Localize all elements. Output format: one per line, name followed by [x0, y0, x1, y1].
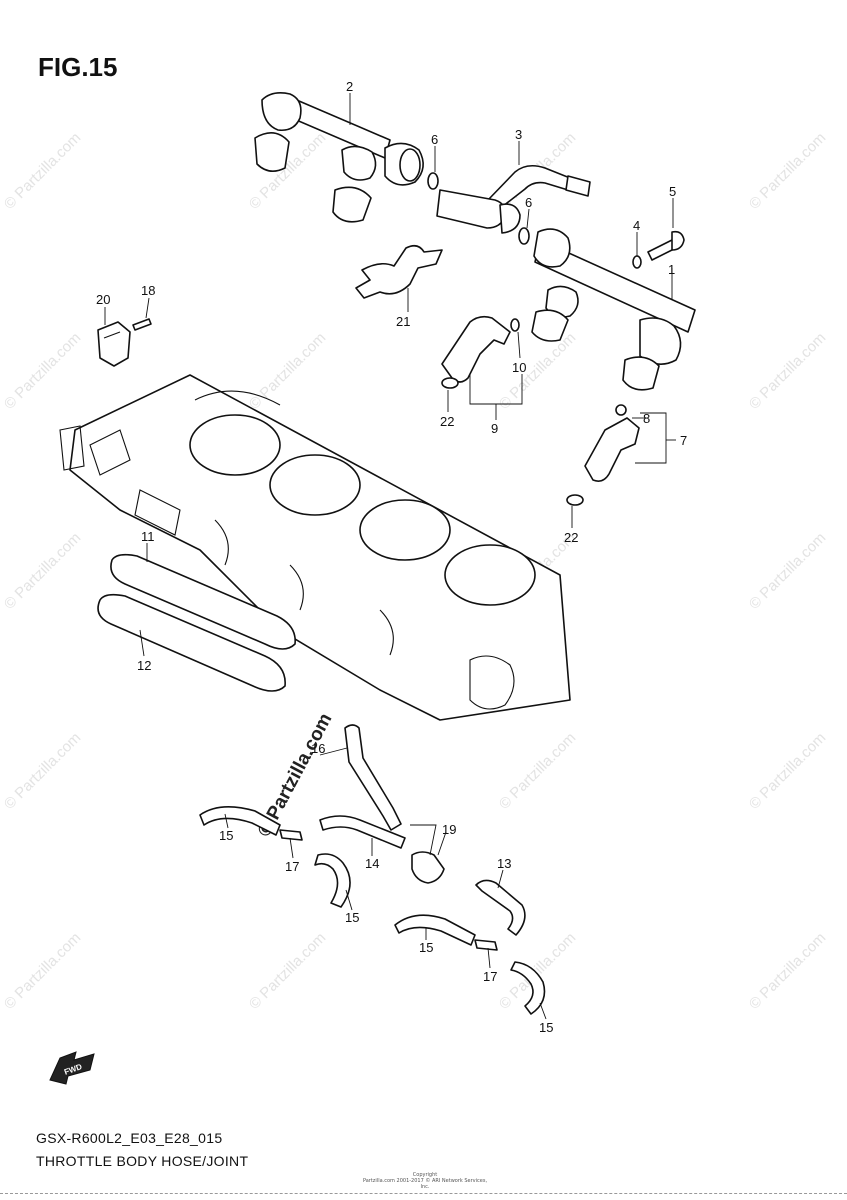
mounting-bolt: [647, 230, 685, 261]
callout-label: 6: [525, 195, 532, 210]
watermark: © Partzilla.com: [1, 129, 84, 212]
figure-title: FIG.15: [38, 52, 118, 82]
callout-label: 15: [219, 828, 233, 843]
seal-band-lower: [97, 593, 286, 692]
vacuum-hose-set: [199, 724, 546, 1015]
seal-band-upper: [110, 553, 296, 650]
joint-17b: [474, 939, 498, 951]
callout-label: 2: [346, 79, 353, 94]
callout-label: 13: [497, 856, 511, 871]
pipe-clamp: [355, 244, 443, 299]
watermark: © Partzilla.com: [496, 729, 579, 812]
callout-label: 10: [512, 360, 526, 375]
callout-label: 5: [669, 184, 676, 199]
watermark: © Partzilla.com: [746, 329, 829, 412]
callout-label: 9: [491, 421, 498, 436]
hose-14: [319, 815, 406, 849]
watermark: © Partzilla.com: [246, 929, 329, 1012]
callout-label: 14: [365, 856, 379, 871]
watermark: © Partzilla.com: [746, 729, 829, 812]
watermark: © Partzilla.com: [496, 329, 579, 412]
hose-13: [475, 879, 526, 936]
three-way-joint-19: [411, 851, 445, 884]
callout-label: 4: [633, 218, 640, 233]
o-ring: [427, 172, 439, 190]
callout-label: 21: [396, 314, 410, 329]
page-divider: [0, 1193, 847, 1194]
fuel-injector-assy-front: [566, 404, 640, 506]
o-ring: [518, 227, 530, 245]
section-title: THROTTLE BODY HOSE/JOINT: [36, 1153, 249, 1169]
callout-label: 22: [440, 414, 454, 429]
callout-label: 20: [96, 292, 110, 307]
callout-label: 6: [431, 132, 438, 147]
callout-label: 12: [137, 658, 151, 673]
copyright-line: Copyright: [412, 1172, 438, 1178]
callout-label: 15: [419, 940, 433, 955]
callout-label: 15: [539, 1020, 553, 1035]
hose-15c: [394, 914, 476, 946]
leader-lines: [104, 93, 676, 1020]
watermark: © Partzilla.com: [1, 929, 84, 1012]
callout-label: 8: [643, 411, 650, 426]
hose-15d: [510, 961, 546, 1015]
model-code: GSX-R600L2_E03_E28_015: [36, 1130, 223, 1146]
watermark: © Partzilla.com: [746, 929, 829, 1012]
hose-16: [344, 724, 402, 831]
callout-label: 7: [680, 433, 687, 448]
fuel-delivery-pipe-upper: [254, 92, 424, 223]
hose-15a: [199, 806, 281, 836]
callout-label: 15: [345, 910, 359, 925]
watermark: © Partzilla.com: [1, 529, 84, 612]
watermark: © Partzilla.com: [746, 129, 829, 212]
callout-label: 17: [285, 859, 299, 874]
callout-label: 22: [564, 530, 578, 545]
joint-17a: [279, 829, 303, 841]
washer: [632, 255, 642, 269]
forward-arrow-icon: FWD: [49, 1051, 95, 1085]
callout-label: 19: [442, 822, 456, 837]
callout-label: 18: [141, 283, 155, 298]
watermark: © Partzilla.com: [746, 529, 829, 612]
fuel-injector-assy-rear: [441, 315, 520, 389]
throttle-body: [59, 374, 571, 721]
hose-15b: [314, 853, 351, 908]
callout-label: 3: [515, 127, 522, 142]
callout-label: 17: [483, 969, 497, 984]
fuel-delivery-pipe-lower: [531, 228, 696, 391]
sensor-screw: [132, 318, 152, 331]
callout-labels: 1 2 3 4 5 6 6 7 8 9 10 11 12 13 14 15 15…: [96, 79, 687, 1035]
callout-label: 16: [311, 741, 325, 756]
watermark: © Partzilla.com: [1, 329, 84, 412]
watermark: © Partzilla.com: [246, 329, 329, 412]
pressure-sensor: [97, 321, 131, 367]
callout-label: 1: [668, 262, 675, 277]
copyright-notice: Copyright Partzilla.com 2001-2017 © ARI …: [360, 1172, 490, 1190]
watermark: © Partzilla.com: [1, 729, 84, 812]
copyright-line: Partzilla.com 2001-2017 © ARI Network Se…: [362, 1178, 488, 1190]
callout-label: 11: [141, 529, 155, 544]
fuel-hose-connector: [436, 164, 591, 234]
